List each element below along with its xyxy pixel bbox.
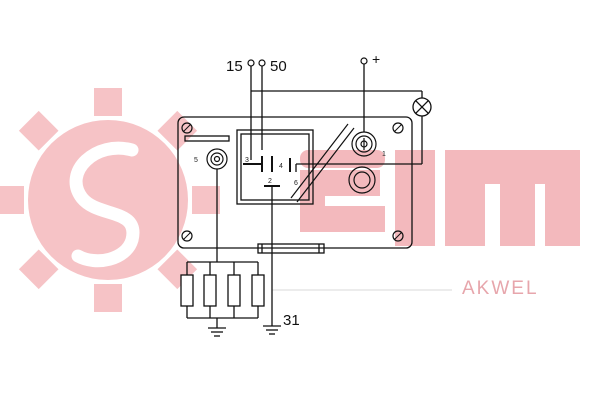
terminal-label-15: 15	[226, 58, 243, 75]
terminal-plus-node-icon	[360, 57, 368, 65]
terminal-50-node-icon	[258, 59, 266, 67]
mounting-screw-bottom-right-icon	[392, 230, 404, 242]
pin-label-3: 3	[245, 157, 249, 164]
mounting-screw-top-left-icon	[181, 122, 193, 134]
ground-symbol-resistors-icon	[208, 327, 226, 337]
glow-plug-resistor-pack	[180, 261, 265, 328]
ground-symbol-31-icon	[263, 325, 281, 335]
relay-contacts	[243, 156, 291, 187]
mounting-screw-top-right-icon	[392, 122, 404, 134]
indicator-lamp-icon	[412, 97, 432, 117]
diagonal-strap	[290, 123, 355, 203]
terminal-15-node-icon	[247, 59, 255, 67]
pin-label-6: 6	[294, 180, 298, 187]
akwel-wordmark: AKWEL	[462, 278, 539, 299]
terminal-stud-1-icon	[351, 131, 377, 157]
terminal-stud-5-icon	[206, 148, 228, 170]
pin-label-2: 2	[268, 178, 272, 185]
external-wiring	[216, 64, 423, 326]
terminal-label-50: 50	[270, 58, 287, 75]
terminal-label-plus: +	[372, 51, 380, 67]
pin-label-1: 1	[382, 151, 386, 158]
seim-gear-logo-icon	[0, 88, 220, 312]
terminal-label-31: 31	[283, 312, 300, 329]
terminal-boss-icon	[348, 166, 376, 194]
mounting-screw-bottom-left-icon	[181, 230, 193, 242]
pin-label-4: 4	[279, 163, 283, 170]
relay-housing	[177, 116, 413, 254]
pin-label-5: 5	[194, 157, 198, 164]
